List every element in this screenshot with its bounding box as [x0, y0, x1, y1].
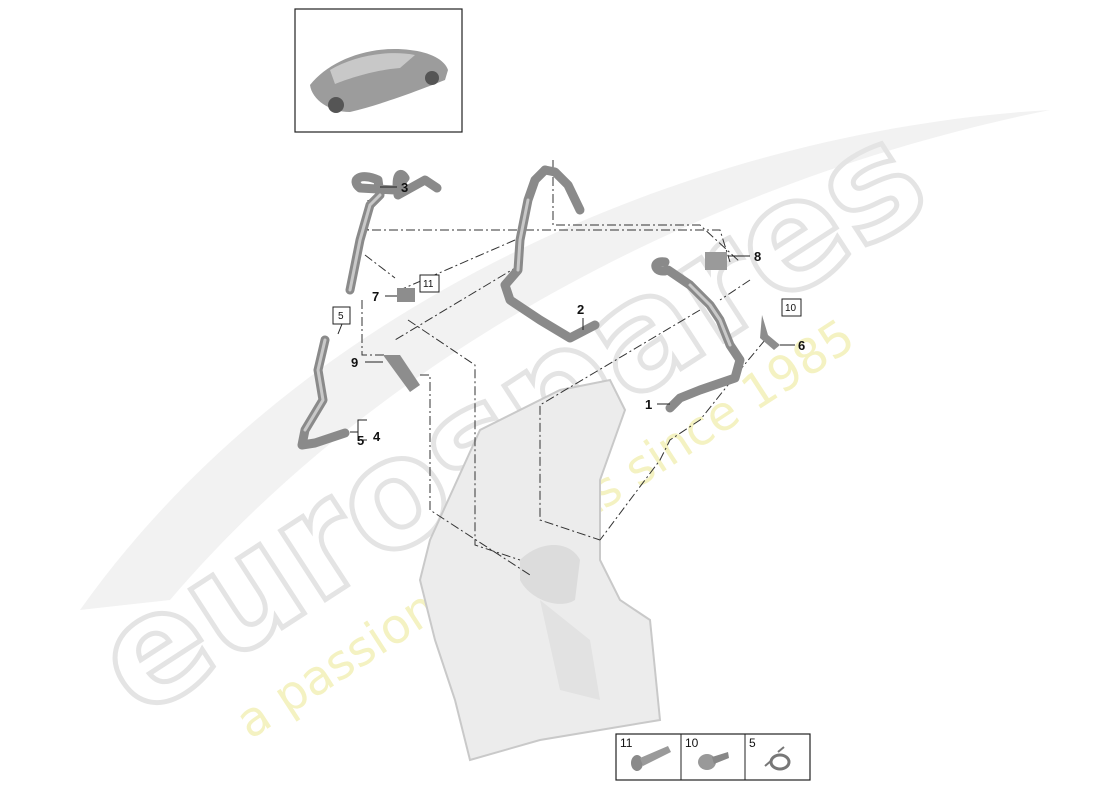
- fastener-legend: 11 10 5: [615, 733, 811, 781]
- bolt-icon: [631, 746, 671, 771]
- boxed-ref-11[interactable]: 11: [419, 274, 440, 293]
- bracket-ref-5[interactable]: 5: [357, 433, 364, 448]
- legend-item-11[interactable]: 11: [620, 736, 671, 771]
- hose-2[interactable]: [500, 165, 600, 343]
- clip-fastener-icon: [698, 752, 729, 770]
- boxed-ref-5-label: 5: [338, 311, 344, 322]
- boxed-ref-11-label: 11: [423, 279, 434, 290]
- hose-3[interactable]: [345, 169, 442, 295]
- callout-leaders: [337, 186, 795, 441]
- boxed-ref-10-label: 10: [785, 303, 797, 314]
- clip-6[interactable]: [760, 315, 780, 350]
- callout-6[interactable]: 6: [798, 338, 805, 353]
- body-frame: [418, 378, 662, 762]
- callout-8[interactable]: 8: [754, 249, 761, 264]
- callout-9[interactable]: 9: [351, 355, 358, 370]
- callout-3[interactable]: 3: [401, 180, 408, 195]
- boxed-ref-5-upper[interactable]: 5: [332, 306, 351, 325]
- hose-1[interactable]: [651, 257, 745, 413]
- hose-clamp-icon: [764, 746, 791, 771]
- hose-5-lower[interactable]: [297, 335, 350, 450]
- bracket-9[interactable]: [383, 355, 420, 392]
- legend-item-5[interactable]: 5: [749, 736, 791, 771]
- callout-4[interactable]: 4: [373, 429, 381, 444]
- leader-lines: [361, 160, 766, 576]
- car-thumbnail[interactable]: [294, 8, 463, 133]
- legend-label-5: 5: [749, 736, 756, 750]
- legend-label-10: 10: [685, 736, 699, 750]
- legend-label-11: 11: [620, 736, 633, 750]
- clip-7[interactable]: [397, 288, 415, 302]
- hose-8-bracket[interactable]: [705, 252, 727, 270]
- legend-item-10[interactable]: 10: [685, 736, 729, 770]
- callout-2[interactable]: 2: [577, 302, 584, 317]
- callout-1[interactable]: 1: [645, 397, 652, 412]
- boxed-ref-10[interactable]: 10: [781, 298, 802, 317]
- callout-7[interactable]: 7: [372, 289, 379, 304]
